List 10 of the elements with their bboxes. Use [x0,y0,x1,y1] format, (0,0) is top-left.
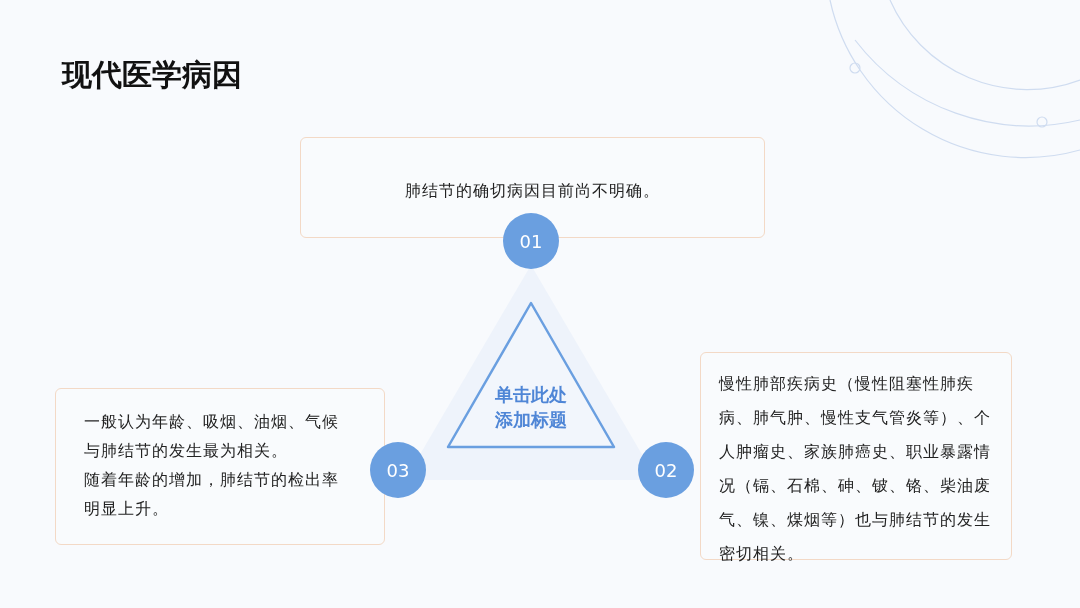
text-card [700,352,1012,560]
text-card [55,388,385,545]
paragraph: 肺结节的确切病因目前尚不明确。 [404,180,661,202]
number-circle: 01 [503,213,559,269]
paragraph: 一般认为年龄、吸烟、油烟、气候与肺结节的发生最为相关。 [84,411,340,462]
page-title: 现代医学病因 [62,56,242,94]
number-circle: 02 [638,442,694,498]
paragraph: 随着年龄的增加，肺结节的检出率明显上升。 [84,469,340,520]
triangle-title: 单击此处添加标题 [494,383,568,432]
paragraph: 慢性肺部疾病史（慢性阻塞性肺疾病、肺气肿、慢性支气管炎等）、个人肿瘤史、家族肺癌史、职业暴露情况（镉、石棉、砷、铍、铬、柴油废气、镍、煤烟等）也与肺结节的发生密切相关。 [719,373,992,565]
